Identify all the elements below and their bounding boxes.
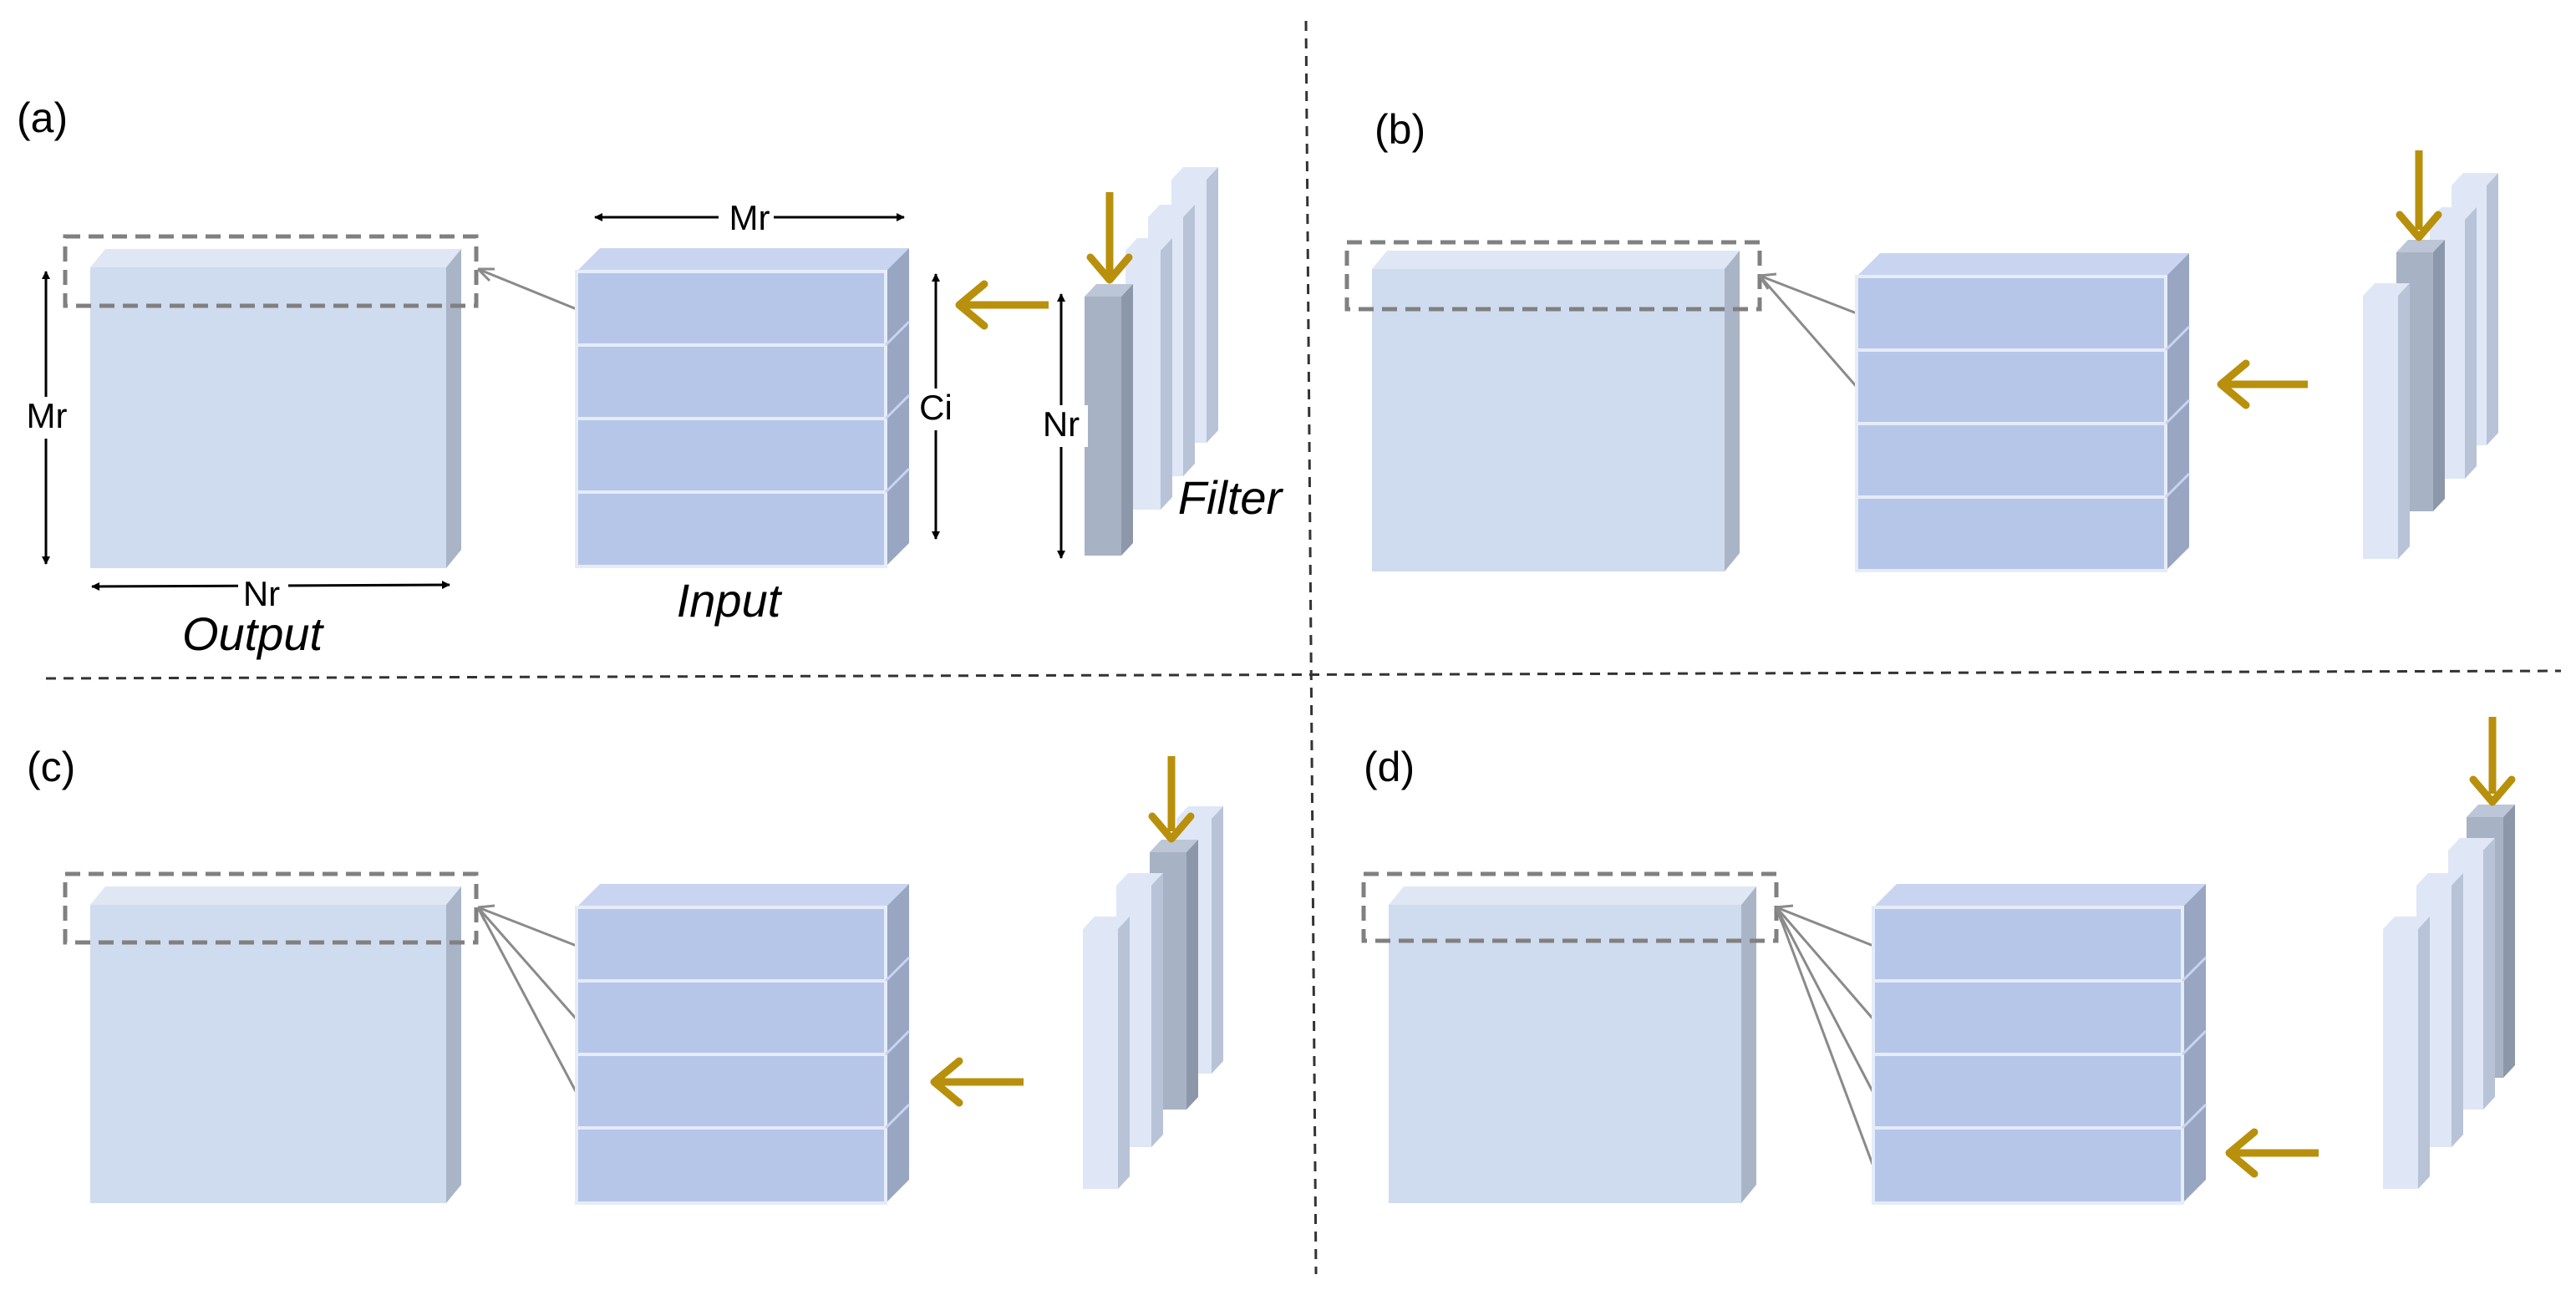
connector-line (1775, 907, 1875, 1167)
connector-line (1759, 274, 1857, 315)
connector-line (1775, 907, 1875, 1094)
panel-b: (b) (1344, 106, 2498, 572)
output-block (90, 886, 461, 1203)
input-block (575, 248, 911, 568)
output-block (1372, 251, 1740, 571)
connector-line (476, 907, 578, 1020)
output-height-label: Mr (27, 396, 68, 435)
panel-label: (a) (17, 94, 68, 141)
filter-height-label: Nr (1043, 404, 1080, 444)
active-filter-plate (1085, 297, 1121, 556)
panel-label: (c) (27, 744, 75, 790)
connector-line (477, 906, 577, 947)
input-caption: Input (677, 574, 783, 627)
output-block (90, 249, 461, 568)
panel-label: (d) (1364, 744, 1415, 790)
connector-line (477, 267, 577, 311)
panel-a: (a) Mr Nr Output (17, 94, 1284, 660)
input-block (1872, 884, 2208, 1205)
panel-d: (d) (1361, 717, 2516, 1205)
output-width-label: Nr (243, 574, 280, 613)
output-block (1389, 886, 1756, 1203)
connector-line (476, 907, 578, 1094)
filter-stack (1085, 167, 1218, 556)
input-depth-label: Ci (919, 388, 953, 427)
input-width-label: Mr (729, 198, 770, 237)
output-row-highlight (63, 871, 479, 945)
filter-stack (2363, 173, 2498, 559)
panel-c: (c) (27, 744, 1223, 1205)
panel-label: (b) (1374, 106, 1425, 153)
connector-line (1758, 275, 1858, 388)
horizontal-divider (45, 669, 2562, 680)
filter-caption: Filter (1178, 471, 1284, 524)
connector-line (1776, 906, 1874, 947)
input-block (575, 884, 911, 1205)
output-caption: Output (182, 607, 325, 660)
filter-stack (2383, 805, 2515, 1189)
vertical-divider (1304, 20, 1318, 1275)
connector-line (1775, 907, 1875, 1020)
filter-stack (1083, 806, 1223, 1189)
output-row-highlight (63, 234, 479, 308)
input-block (1855, 253, 2191, 572)
